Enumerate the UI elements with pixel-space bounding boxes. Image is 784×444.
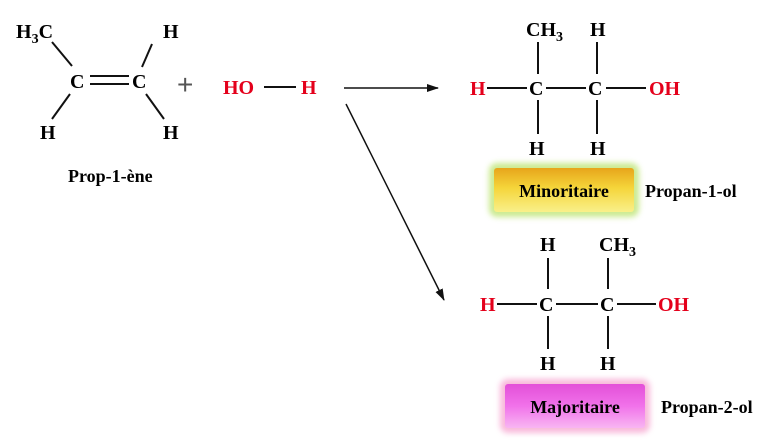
major-oh: OH — [658, 294, 690, 316]
svg-text:H3C: H3C — [16, 21, 53, 47]
major-carbon-2: C — [600, 294, 614, 316]
minor-badge — [494, 168, 634, 212]
h3c-subscript: 3 — [32, 32, 39, 47]
propene-molecule: H3C H C C H H Prop-1-ène — [16, 21, 179, 186]
arrow-to-major-product — [345, 103, 445, 301]
major-badge — [505, 384, 645, 428]
minor-ch3-subscript: 3 — [556, 30, 563, 45]
propene-h-top-right: H — [163, 21, 179, 43]
bond-ch3-c — [51, 41, 73, 67]
propan-1-ol-name: Propan-1-ol — [645, 181, 737, 201]
h3c-c: C — [39, 21, 53, 43]
major-h-top: H — [540, 234, 556, 256]
propan-1-ol-molecule: CH3 H H C C OH H H Minoritaire Propan-1-… — [470, 19, 737, 217]
major-ch3-subscript: 3 — [629, 245, 636, 260]
minor-h-top: H — [590, 19, 606, 41]
water-h: H — [301, 77, 317, 99]
water-ho: HO — [223, 77, 254, 99]
minor-h-bottom-2: H — [590, 138, 606, 160]
minor-h-left: H — [470, 78, 486, 100]
propan-2-ol-name: Propan-2-ol — [661, 397, 753, 417]
major-badge-label: Majoritaire — [530, 397, 620, 417]
svg-text:CH3: CH3 — [599, 234, 636, 260]
major-ch3-main: CH — [599, 234, 629, 256]
plus-sign: + — [177, 69, 193, 100]
minor-oh: OH — [649, 78, 681, 100]
bond-c-h-bottom-left — [51, 93, 71, 120]
bond-c-h-top — [141, 43, 153, 68]
major-h-left: H — [480, 294, 496, 316]
propene-carbon-right: C — [132, 71, 146, 93]
bond-c-h-bottom-right — [145, 93, 165, 120]
svg-text:CH3: CH3 — [526, 19, 563, 45]
propene-h-bottom-left: H — [40, 122, 56, 144]
propene-h-bottom-right: H — [163, 122, 179, 144]
major-h-bottom-1: H — [540, 353, 556, 375]
propene-name: Prop-1-ène — [68, 166, 153, 186]
minor-carbon-1: C — [529, 78, 543, 100]
propene-carbon-left: C — [70, 71, 84, 93]
h3c-h: H — [16, 21, 32, 43]
minor-badge-label: Minoritaire — [519, 181, 609, 201]
minor-h-bottom-1: H — [529, 138, 545, 160]
water-molecule: HO H — [223, 77, 317, 99]
minor-ch3-main: CH — [526, 19, 556, 41]
major-carbon-1: C — [539, 294, 553, 316]
propan-2-ol-molecule: H CH3 H C C OH H H Majoritaire Propan-2-… — [480, 234, 753, 433]
major-h-bottom-2: H — [600, 353, 616, 375]
minor-carbon-2: C — [588, 78, 602, 100]
